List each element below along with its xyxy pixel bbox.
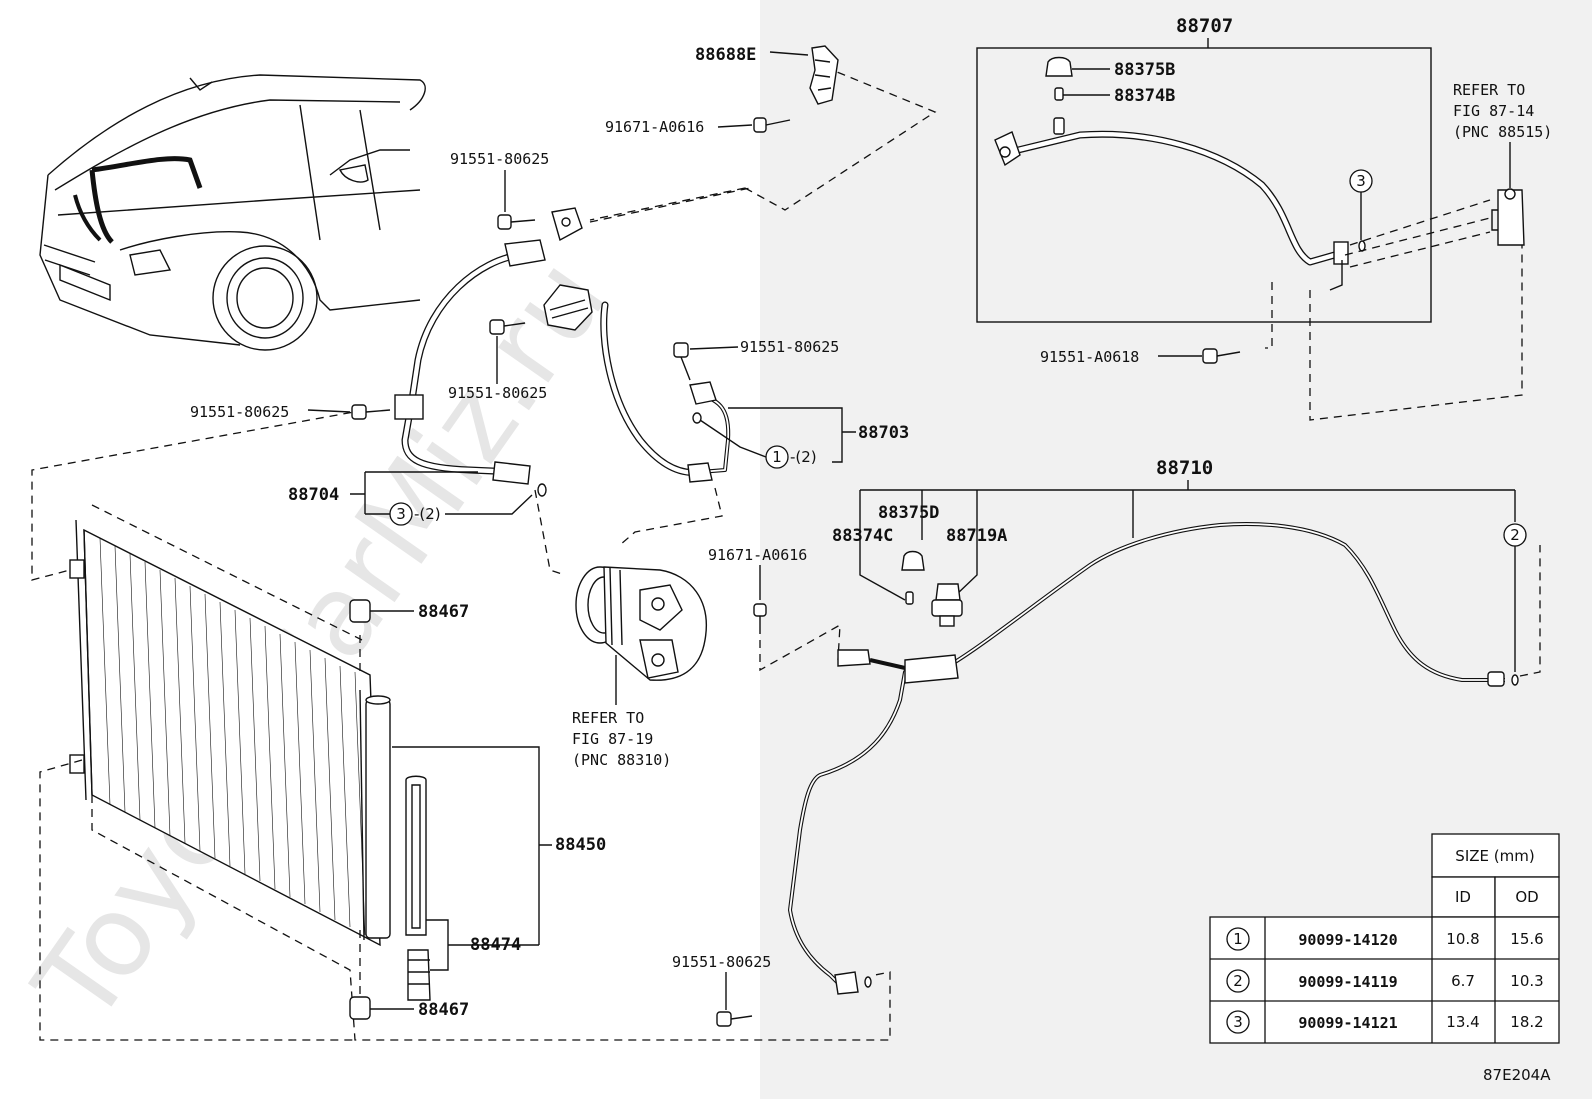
- size-table-row: 1 90099-14120 10.8 15.6: [1226, 927, 1544, 951]
- row-part-number: 90099-14120: [1298, 931, 1397, 949]
- row-od: 15.6: [1510, 930, 1543, 948]
- cap-88467-top: [349, 599, 371, 623]
- callout-88375d: 88375D: [878, 503, 939, 523]
- callout-91671-mid: 91671-A0616: [708, 546, 807, 564]
- callout-88374c: 88374C: [832, 526, 893, 546]
- ref-87-14-line3: (PNC 88515): [1453, 123, 1552, 141]
- callout-88467-top: 88467: [418, 602, 469, 622]
- diagram-code: 87E204A: [1483, 1066, 1551, 1084]
- callout-91671-top: 91671-A0616: [605, 118, 704, 136]
- cap-88467-bottom: [349, 996, 371, 1020]
- callout-88704: 88704: [288, 485, 339, 505]
- bolt-91551-c: [351, 404, 391, 420]
- callout-88688e: 88688E: [695, 45, 756, 65]
- callout-88719a: 88719A: [946, 526, 1007, 546]
- bolt-91671-top: [753, 117, 791, 133]
- cap-88375d: [901, 550, 925, 571]
- bracket-88688e: [809, 45, 839, 105]
- marker-3-left-label: 3: [396, 505, 406, 523]
- ref-87-14-line1: REFER TO: [1453, 81, 1525, 99]
- callout-88703: 88703: [858, 423, 909, 443]
- guide-line: [31, 409, 366, 581]
- qty-2-left: -(2): [414, 505, 441, 523]
- guide-line: [589, 187, 746, 221]
- assembly-box-88707: [976, 47, 1432, 323]
- valve-core-88374c: [905, 591, 914, 605]
- callout-91551-a: 91551-80625: [450, 150, 549, 168]
- callout-88375b: 88375B: [1114, 60, 1175, 80]
- marker-1-label: 1: [772, 448, 782, 466]
- row-id: 6.7: [1451, 972, 1475, 990]
- expansion-valve: [1491, 188, 1525, 246]
- callout-88710: 88710: [1156, 457, 1213, 479]
- bolt-91671-mid: [753, 603, 767, 634]
- marker-3-left: [389, 502, 413, 526]
- ref-87-19-line3: (PNC 88310): [572, 751, 671, 769]
- size-table-header: SIZE (mm): [1455, 847, 1534, 865]
- row-part-number: 90099-14119: [1298, 973, 1397, 991]
- ref-87-19-line1: REFER TO: [572, 709, 644, 727]
- hose-88703: [543, 284, 731, 483]
- hose-88704: [394, 207, 583, 497]
- row-od: 10.3: [1510, 972, 1543, 990]
- row-part-number: 90099-14121: [1298, 1014, 1397, 1032]
- row-od: 18.2: [1510, 1013, 1543, 1031]
- callout-88467-bottom: 88467: [418, 1000, 469, 1020]
- ref-87-19-line2: FIG 87-19: [572, 730, 653, 748]
- marker-3-top-label: 3: [1356, 172, 1366, 190]
- size-table-col-id: ID: [1455, 888, 1471, 906]
- bolt-91551-e: [716, 1011, 753, 1027]
- callout-88450: 88450: [555, 835, 606, 855]
- callout-91551-a0618: 91551-A0618: [1040, 348, 1139, 366]
- condenser-88450: [69, 519, 391, 947]
- pressure-switch-88719a: [931, 583, 963, 627]
- row-id: 13.4: [1446, 1013, 1479, 1031]
- callout-91551-b: 91551-80625: [448, 384, 547, 402]
- tube-88710: [788, 522, 1505, 995]
- qty-2-right: -(2): [790, 448, 817, 466]
- compressor: [575, 566, 707, 681]
- ref-87-14-line2: FIG 87-14: [1453, 102, 1534, 120]
- row-ref: 2: [1233, 972, 1243, 990]
- callout-88374b: 88374B: [1114, 86, 1175, 106]
- callout-88707: 88707: [1176, 15, 1233, 37]
- callout-91551-d: 91551-80625: [740, 338, 839, 356]
- marker-2-label: 2: [1510, 526, 1520, 544]
- row-ref: 1: [1233, 930, 1243, 948]
- callout-91551-e: 91551-80625: [672, 953, 771, 971]
- guide-line: [534, 489, 566, 576]
- cap-88375b: [1045, 56, 1073, 77]
- size-table-col-od: OD: [1515, 888, 1538, 906]
- filter-88474: [405, 775, 431, 1001]
- size-table-row: 2 90099-14119 6.7 10.3: [1226, 969, 1544, 993]
- row-id: 10.8: [1446, 930, 1479, 948]
- vehicle-illustration: [39, 74, 426, 351]
- bolt-91551-a0618: [1202, 348, 1241, 364]
- row-ref: 3: [1233, 1013, 1243, 1031]
- bolt-91551-b: [489, 319, 526, 335]
- bolt-91551-a: [497, 214, 536, 230]
- pipe-88707: [994, 117, 1349, 291]
- size-table: [1209, 833, 1560, 1044]
- valve-core-88374b: [1054, 87, 1064, 101]
- callout-91551-c: 91551-80625: [190, 403, 289, 421]
- size-table-row: 3 90099-14121 13.4 18.2: [1226, 1010, 1544, 1034]
- bolt-91551-d: [673, 342, 691, 381]
